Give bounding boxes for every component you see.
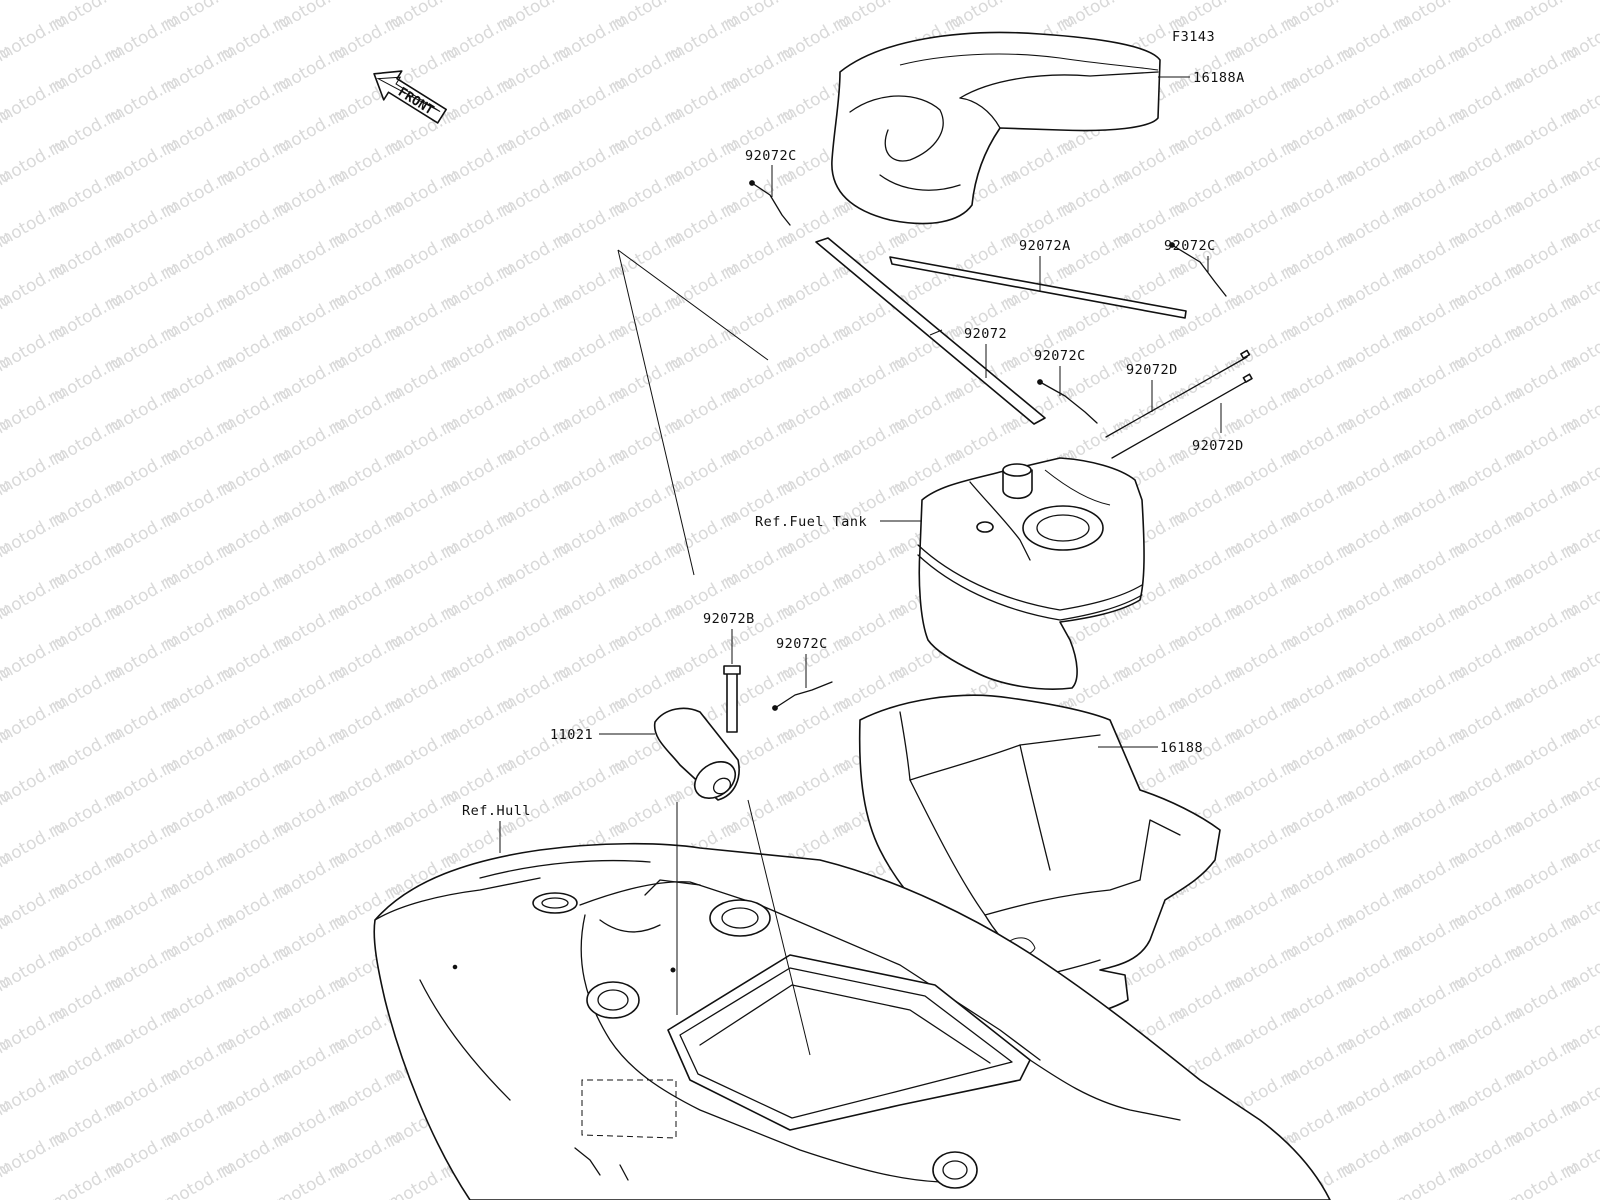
label-92072a: 92072A xyxy=(1019,238,1071,254)
label-ref-fuel-tank: Ref.Fuel Tank xyxy=(755,514,867,530)
label-11021: 11021 xyxy=(550,727,593,743)
strap-c-low xyxy=(772,681,833,711)
watermark-text: motod.ru xyxy=(1505,1157,1583,1200)
label-92072c-low: 92072C xyxy=(776,636,828,652)
watermark-text: motod.ru xyxy=(273,1157,351,1200)
label-92072d-lower: 92072D xyxy=(1192,438,1244,454)
seat-cover-upper xyxy=(831,31,1161,225)
label-92072c-right: 92072C xyxy=(1164,238,1216,254)
callout-labels: F3143 16188A 92072C 92072A 92072C 92072 … xyxy=(462,29,1245,819)
label-92072d-upper: 92072D xyxy=(1126,362,1178,378)
watermark-text: motod.ru xyxy=(0,0,70,4)
strap-c-mid xyxy=(1037,379,1098,424)
strap-long xyxy=(815,237,1046,425)
filter xyxy=(653,707,740,801)
label-92072b: 92072B xyxy=(703,611,755,627)
watermark-text: motod.ru xyxy=(49,1157,127,1200)
watermark-text: motod.ru xyxy=(1393,1157,1471,1200)
label-92072c-top: 92072C xyxy=(745,148,797,164)
label-16188: 16188 xyxy=(1160,740,1203,756)
strap-c-top xyxy=(749,180,791,226)
label-16188a: 16188A xyxy=(1193,70,1245,86)
strap-b xyxy=(723,665,741,733)
watermark-text: motod.ru xyxy=(0,0,14,35)
strap-a xyxy=(889,256,1187,319)
figure-code: F3143 xyxy=(1172,29,1215,45)
leader-lines xyxy=(499,76,1222,853)
hull xyxy=(373,842,1331,1200)
label-ref-hull: Ref.Hull xyxy=(462,803,531,819)
strap-d-lower xyxy=(1111,373,1253,459)
watermark-text: motod.ru xyxy=(161,1157,239,1200)
label-92072c-mid: 92072C xyxy=(1034,348,1086,364)
guide-lines xyxy=(617,249,811,1056)
strap-d-upper xyxy=(1105,349,1251,438)
fuel-tank xyxy=(917,457,1145,690)
label-92072: 92072 xyxy=(964,326,1007,342)
